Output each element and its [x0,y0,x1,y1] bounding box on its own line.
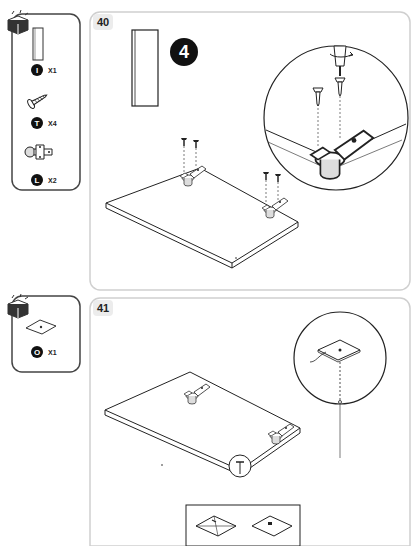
part-letter-box: L [31,174,43,186]
part-quantity: X1 [48,67,57,74]
part-quantity-box: X4 [48,120,57,127]
part-letter: O [34,348,40,357]
part-letter: T [35,119,40,128]
part-quantity-box: X1 [48,67,57,74]
part-quantity: X1 [48,349,57,356]
part-letter: L [35,176,40,185]
part-quantity-box: X2 [48,177,57,184]
part-letter-box: I [31,64,43,76]
step-number: 40 [97,16,109,28]
part-letter-box: T [31,117,43,129]
part-quantity: X2 [48,177,57,184]
step-number-box: 41 [93,300,113,316]
part-letter-box: O [31,346,43,358]
part-letter: I [36,66,38,75]
step-number-box: 40 [93,14,113,30]
step-number: 41 [97,302,109,314]
panel-number: 4 [179,42,189,63]
part-quantity-box: X1 [48,349,57,356]
panel-number-box: 4 [170,38,198,66]
part-quantity: X4 [48,120,57,127]
